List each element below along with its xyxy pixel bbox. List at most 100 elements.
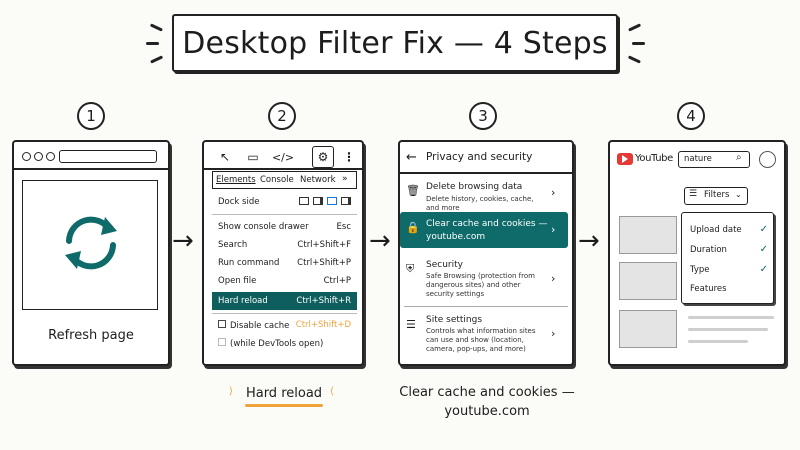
decor-tick [632, 42, 645, 45]
divider [400, 172, 572, 174]
video-thumbnail[interactable] [619, 310, 677, 348]
filter-label: Duration [690, 244, 727, 255]
filters-dropdown [681, 212, 774, 304]
row-clear-cache[interactable] [400, 212, 568, 248]
menu-item-console-drawer[interactable]: Show console drawer Esc [212, 218, 357, 236]
filter-option-type[interactable]: Type✓ [690, 264, 768, 275]
more-vert-icon[interactable]: ⋮ [343, 150, 355, 164]
step-number-1: 1 [77, 102, 105, 130]
row-desc: Safe Browsing (protection from dangerous… [426, 272, 535, 298]
menu-label: Search [218, 240, 248, 250]
decor-tick [150, 23, 163, 32]
search-icon[interactable]: ⌕ [736, 152, 742, 163]
tab-elements[interactable]: Elements [216, 175, 256, 185]
dock-bottom-icon[interactable] [327, 196, 337, 205]
decor-tick [150, 55, 163, 64]
refresh-icon[interactable] [55, 207, 127, 279]
divider [404, 306, 568, 307]
highlight-marks-icon: ⟩ [229, 386, 233, 397]
highlight-marks-icon: ⟨ [330, 386, 334, 397]
decor-tick [146, 42, 159, 45]
menu-item-open-file[interactable]: Open file Ctrl+P [212, 272, 357, 290]
browser-toolbar [14, 142, 168, 170]
filter-option-duration[interactable]: Duration ✓ [690, 244, 768, 255]
video-title-line [688, 316, 774, 319]
step-number-2: 2 [268, 102, 296, 130]
window-dot [46, 152, 55, 161]
checkbox-label: Disable cache [230, 320, 290, 331]
row-title[interactable]: Site settings [426, 315, 483, 325]
sliders-icon: ☰ [689, 189, 698, 199]
window-dot [34, 152, 43, 161]
highlight-underline [245, 404, 323, 407]
video-title-line [688, 340, 748, 343]
decor-tick [628, 55, 641, 64]
code-icon[interactable]: </> [271, 150, 295, 164]
divider [204, 168, 362, 170]
play-icon [622, 155, 628, 163]
address-bar[interactable] [59, 150, 157, 163]
search-value: nature [684, 154, 712, 164]
note-text: (while DevTools open) [230, 338, 324, 349]
device-icon[interactable]: ▭ [247, 150, 259, 164]
menu-item-search[interactable]: Search Ctrl+Shift+F [212, 236, 357, 254]
chevron-right-icon[interactable]: › [551, 223, 556, 236]
divider [212, 313, 357, 314]
cursor-icon[interactable]: ↖ [219, 150, 231, 164]
disable-cache-row[interactable]: Disable cache Ctrl+Shift+D [212, 316, 357, 334]
filters-label: Filters [704, 190, 730, 200]
tab-network[interactable]: Network [300, 175, 336, 185]
step-caption: Refresh page [48, 328, 134, 343]
menu-label: Hard reload [218, 296, 268, 306]
lock-icon: 🔒 [406, 221, 420, 234]
filter-option-upload-date[interactable]: Upload date✓ [690, 224, 768, 235]
row-title[interactable]: Delete browsing data [426, 182, 523, 192]
menu-label: Show console drawer [218, 222, 309, 232]
dock-undock-icon[interactable] [299, 196, 309, 205]
trash-icon: 🗑 [406, 184, 420, 197]
row-title[interactable]: Security [426, 260, 463, 270]
page-title: Desktop Filter Fix — 4 Steps [182, 25, 608, 61]
disable-cache-checkbox[interactable] [218, 319, 226, 328]
tab-console[interactable]: Console [260, 175, 294, 185]
dock-left-icon[interactable] [313, 196, 323, 205]
menu-shortcut: Ctrl+Shift+R [296, 296, 351, 306]
menu-shortcut: Esc [336, 222, 351, 232]
chevron-right-icon[interactable]: › [551, 327, 556, 340]
while-open-row: (while DevTools open) [212, 334, 357, 352]
menu-item-run-command[interactable]: Run command Ctrl+Shift+P [212, 254, 357, 272]
browser-window-panel [12, 140, 170, 366]
chevron-right-icon[interactable]: › [551, 272, 556, 285]
check-icon: ✓ [759, 264, 768, 275]
filters-button[interactable] [684, 187, 748, 205]
avatar[interactable] [759, 151, 776, 168]
video-title-line [688, 328, 768, 331]
chevron-down-icon: ⌄ [735, 190, 742, 199]
menu-shortcut: Ctrl+Shift+D [295, 320, 351, 330]
chevron-right-icon[interactable]: › [551, 186, 556, 199]
video-thumbnail[interactable] [619, 262, 677, 300]
step-caption: Hard reload [245, 386, 323, 401]
search-input[interactable] [678, 151, 750, 168]
gear-icon[interactable]: ⚙ [312, 146, 334, 168]
check-icon: ✓ [759, 224, 768, 235]
privacy-settings-panel [398, 140, 574, 366]
tab-more[interactable]: » [342, 174, 348, 184]
row-title: Clear cache and cookies — [426, 219, 548, 229]
arrow-right-icon: → [172, 226, 194, 256]
check-icon: ✓ [759, 244, 768, 255]
page-content-area [22, 180, 158, 310]
row-desc: youtube.com [426, 232, 486, 242]
filter-option-features[interactable]: Features [690, 284, 768, 294]
menu-shortcut: Ctrl+Shift+F [297, 240, 351, 250]
dock-right-icon[interactable] [341, 196, 351, 205]
dock-options[interactable] [295, 196, 351, 208]
youtube-logo-text: YouTube [635, 153, 673, 164]
devtools-tabs-box [212, 171, 357, 189]
menu-item-hard-reload[interactable]: Hard reload Ctrl+Shift+R [212, 292, 357, 310]
step-caption-line2: youtube.com [444, 404, 530, 419]
back-arrow-icon[interactable]: ← [406, 150, 417, 165]
step-number-3: 3 [469, 102, 497, 130]
video-thumbnail[interactable] [619, 216, 677, 254]
menu-dock-side: Dock side [212, 193, 357, 211]
